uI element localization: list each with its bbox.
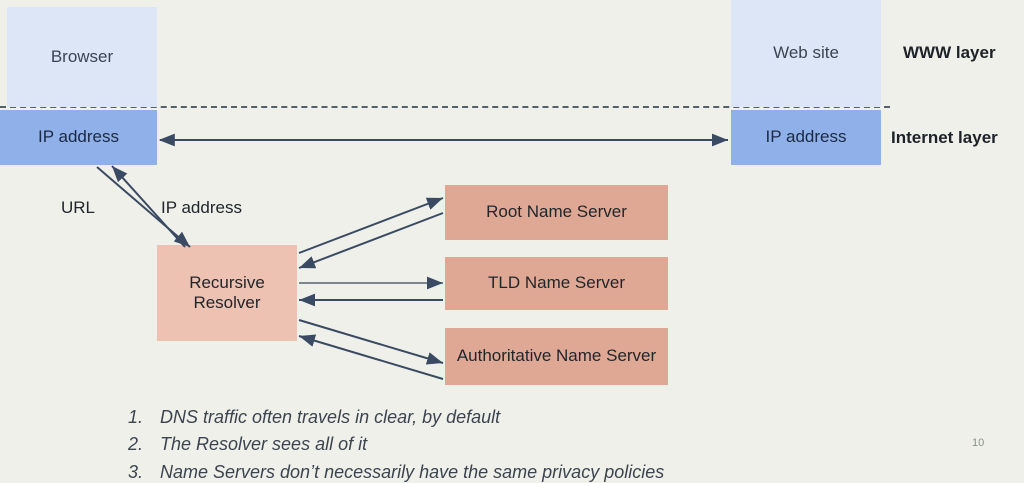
note-item: 2. The Resolver sees all of it [128, 431, 664, 458]
server-ip-address-box[interactable]: IP address [731, 110, 881, 165]
arrow-resolver-to-authoritative [298, 319, 444, 365]
url-edge-label: URL [61, 198, 96, 217]
client-ip-address-box[interactable]: IP address [0, 110, 157, 165]
note-text: Name Servers don’t necessarily have the … [160, 461, 665, 482]
note-number: 1. [128, 407, 144, 427]
root-name-server-box[interactable]: Root Name Server [445, 185, 668, 240]
page-number: 10 [972, 437, 985, 449]
note-item: 3. Name Servers don’t necessarily have t… [128, 459, 664, 483]
note-number: 3. [128, 461, 144, 482]
note-text: DNS traffic often travels in clear, by d… [160, 407, 501, 427]
notes-list: 1. DNS traffic often travels in clear, b… [128, 404, 664, 483]
tld-name-server-box[interactable]: TLD Name Server [445, 257, 668, 310]
browser-box[interactable]: Browser [7, 7, 157, 107]
ip-address-edge-label: IP address [161, 198, 242, 217]
internet-layer-label: Internet layer [891, 128, 998, 147]
note-text: The Resolver sees all of it [160, 434, 368, 455]
arrow-resolver-to-root [298, 197, 444, 254]
arrow-root-to-resolver [298, 212, 444, 269]
www-layer-label: WWW layer [903, 43, 996, 62]
web-site-box[interactable]: Web site [731, 0, 881, 107]
layer-divider-dashed-line [0, 106, 890, 108]
authoritative-name-server-box[interactable]: Authoritative Name Server [445, 328, 668, 385]
arrow-authoritative-to-resolver [298, 334, 444, 380]
recursive-resolver-box[interactable]: Recursive Resolver [157, 245, 297, 341]
note-number: 2. [128, 434, 144, 455]
note-item: 1. DNS traffic often travels in clear, b… [128, 404, 664, 431]
